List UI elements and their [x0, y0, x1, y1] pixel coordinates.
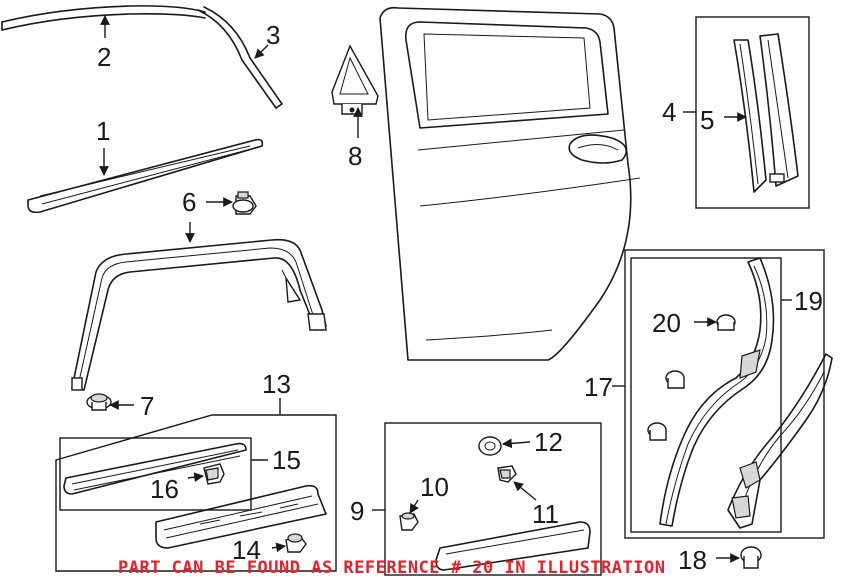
part-17-pillar-trim[interactable]	[727, 353, 833, 529]
callout-11: 11	[532, 499, 559, 529]
part-1-belt-moulding[interactable]	[27, 138, 264, 214]
part-14-clip[interactable]	[285, 533, 307, 553]
callout-16: 16	[150, 474, 179, 504]
part-8-corner-piece[interactable]	[331, 44, 379, 115]
callout-2: 2	[97, 42, 111, 72]
callout-12: 12	[534, 427, 563, 457]
callout-9: 9	[350, 496, 364, 526]
group-box-17	[624, 249, 825, 539]
leader-10	[409, 499, 419, 514]
part-12-grommet[interactable]	[478, 436, 502, 456]
part-18-clip[interactable]	[740, 546, 762, 569]
callout-6: 6	[182, 187, 196, 217]
group-box-9	[384, 422, 602, 576]
part-16-clip[interactable]	[203, 463, 225, 485]
part-2-roof-moulding[interactable]	[1, 5, 206, 31]
callout-15: 15	[272, 445, 301, 475]
window-frame-weatherstrip[interactable]	[71, 238, 327, 391]
group-box-13	[55, 414, 337, 572]
part-20-clip[interactable]	[716, 314, 736, 331]
callout-13: 13	[262, 369, 291, 399]
part-10-clip[interactable]	[399, 512, 419, 531]
clip-extra-b[interactable]	[647, 422, 667, 441]
part-6-clip[interactable]	[232, 191, 257, 215]
part-7-clip[interactable]	[86, 393, 112, 411]
part-5-pillar-garnish[interactable]	[733, 33, 799, 193]
callout-14: 14	[232, 535, 261, 565]
part-11-clip[interactable]	[497, 465, 517, 483]
callout-10: 10	[420, 472, 449, 502]
callout-18: 18	[678, 545, 707, 575]
rear-door-shell[interactable]	[379, 6, 641, 361]
part-19-door-seal[interactable]	[659, 257, 775, 527]
leader-3	[254, 44, 269, 59]
callout-7: 7	[140, 391, 154, 421]
callout-8: 8	[348, 141, 362, 171]
part-13-rocker-moulding-lower[interactable]	[155, 484, 327, 549]
callout-3: 3	[266, 20, 280, 50]
callout-4: 4	[662, 97, 676, 127]
leader-12	[502, 438, 531, 449]
callout-5: 5	[700, 105, 714, 135]
callout-1: 1	[96, 116, 110, 146]
part-3-frame-moulding[interactable]	[197, 6, 283, 109]
group-box-19	[630, 257, 782, 533]
leader-16	[187, 472, 204, 483]
part-15-rocker-moulding-upper[interactable]	[63, 442, 247, 495]
group-box-15	[59, 437, 252, 511]
callout-20: 20	[652, 308, 681, 338]
callout-17: 17	[584, 372, 613, 402]
clip-extra-a[interactable]	[665, 370, 685, 389]
leader-14	[271, 542, 286, 553]
leader-11	[513, 481, 537, 501]
reference-banner: PART CAN BE FOUND AS REFERENCE # 20 IN I…	[118, 558, 666, 578]
part-9-moulding[interactable]	[435, 521, 591, 571]
callout-19: 19	[794, 286, 823, 316]
